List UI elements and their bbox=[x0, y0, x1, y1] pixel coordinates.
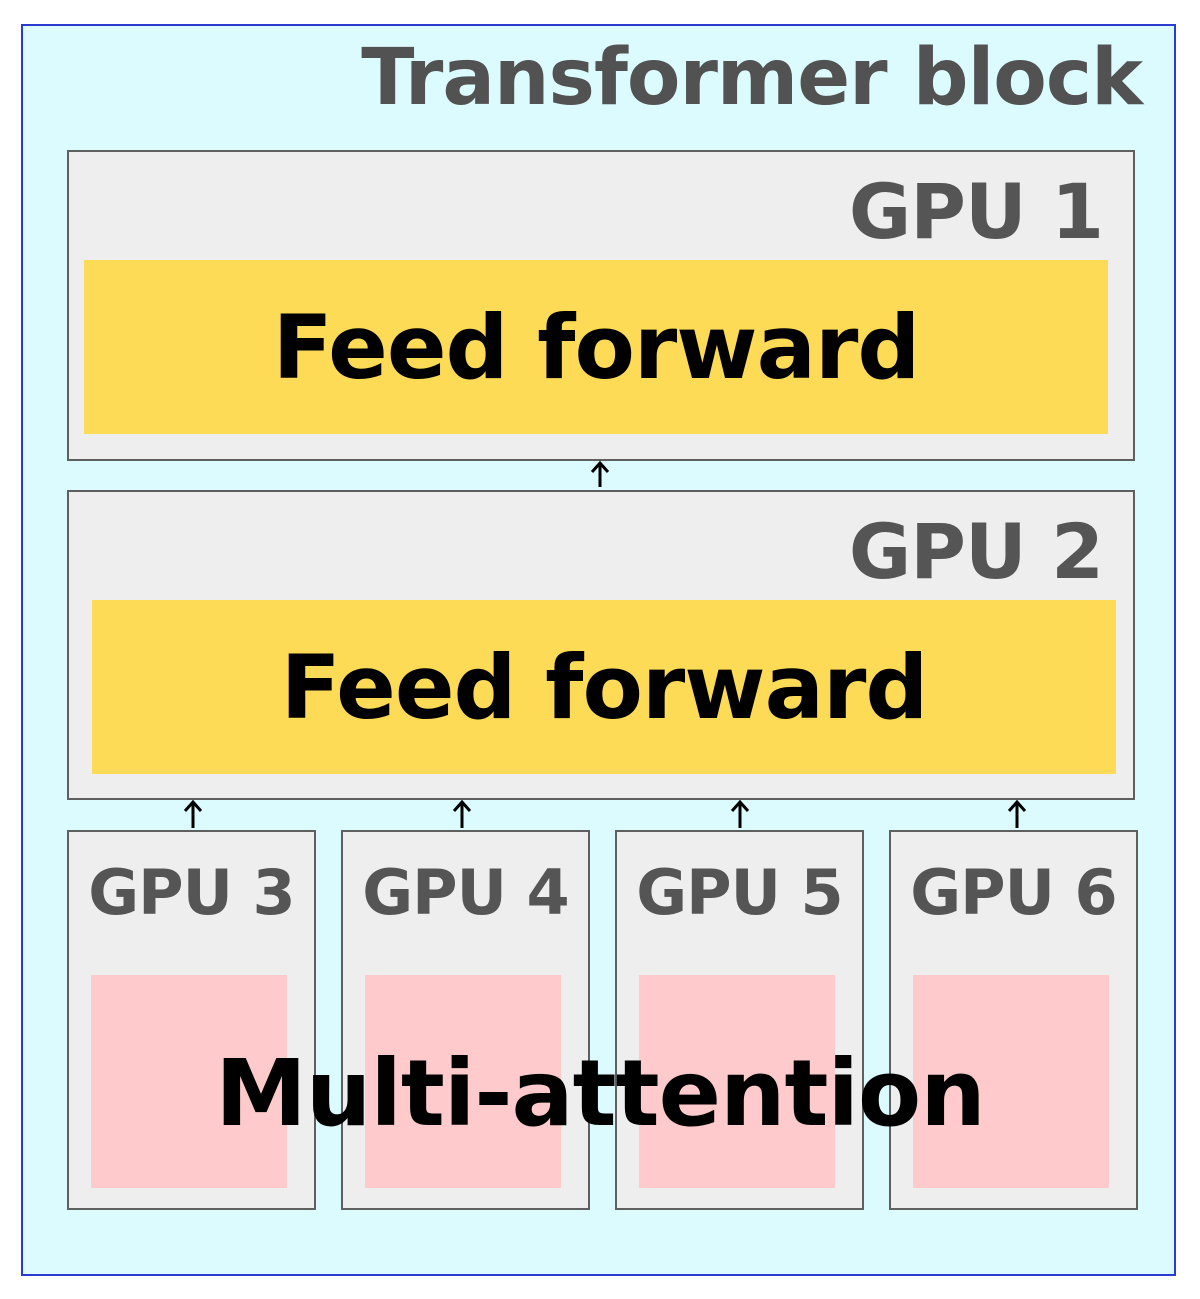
attention-head-1 bbox=[91, 975, 287, 1188]
feed-forward-label-1: Feed forward bbox=[272, 295, 921, 399]
attention-head-3 bbox=[639, 975, 835, 1188]
arrow-gpu5-to-gpu2 bbox=[730, 799, 750, 828]
gpu-4-label: GPU 4 bbox=[362, 856, 569, 929]
feed-forward-layer-1: Feed forward bbox=[84, 260, 1108, 434]
gpu-2-box: GPU 2 Feed forward bbox=[67, 490, 1135, 800]
gpu-1-box: GPU 1 Feed forward bbox=[67, 150, 1135, 461]
gpu-6-label: GPU 6 bbox=[910, 856, 1117, 929]
attention-head-4 bbox=[913, 975, 1109, 1188]
feed-forward-label-2: Feed forward bbox=[280, 635, 929, 739]
feed-forward-layer-2: Feed forward bbox=[92, 600, 1116, 774]
attention-head-2 bbox=[365, 975, 561, 1188]
gpu-1-label: GPU 1 bbox=[848, 167, 1104, 256]
arrow-gpu6-to-gpu2 bbox=[1007, 799, 1027, 828]
gpu-2-label: GPU 2 bbox=[848, 507, 1104, 596]
arrow-gpu3-to-gpu2 bbox=[183, 799, 203, 828]
gpu-5-label: GPU 5 bbox=[636, 856, 843, 929]
block-title: Transformer block bbox=[361, 33, 1143, 123]
gpu-4-box: GPU 4 bbox=[341, 830, 590, 1210]
gpu-3-box: GPU 3 bbox=[67, 830, 316, 1210]
arrow-gpu4-to-gpu2 bbox=[452, 799, 472, 828]
gpu-3-label: GPU 3 bbox=[88, 856, 295, 929]
multi-attention-label: Multi-attention bbox=[215, 1040, 985, 1147]
arrow-gpu2-to-gpu1 bbox=[590, 460, 610, 487]
gpu-5-box: GPU 5 bbox=[615, 830, 864, 1210]
gpu-6-box: GPU 6 bbox=[889, 830, 1138, 1210]
